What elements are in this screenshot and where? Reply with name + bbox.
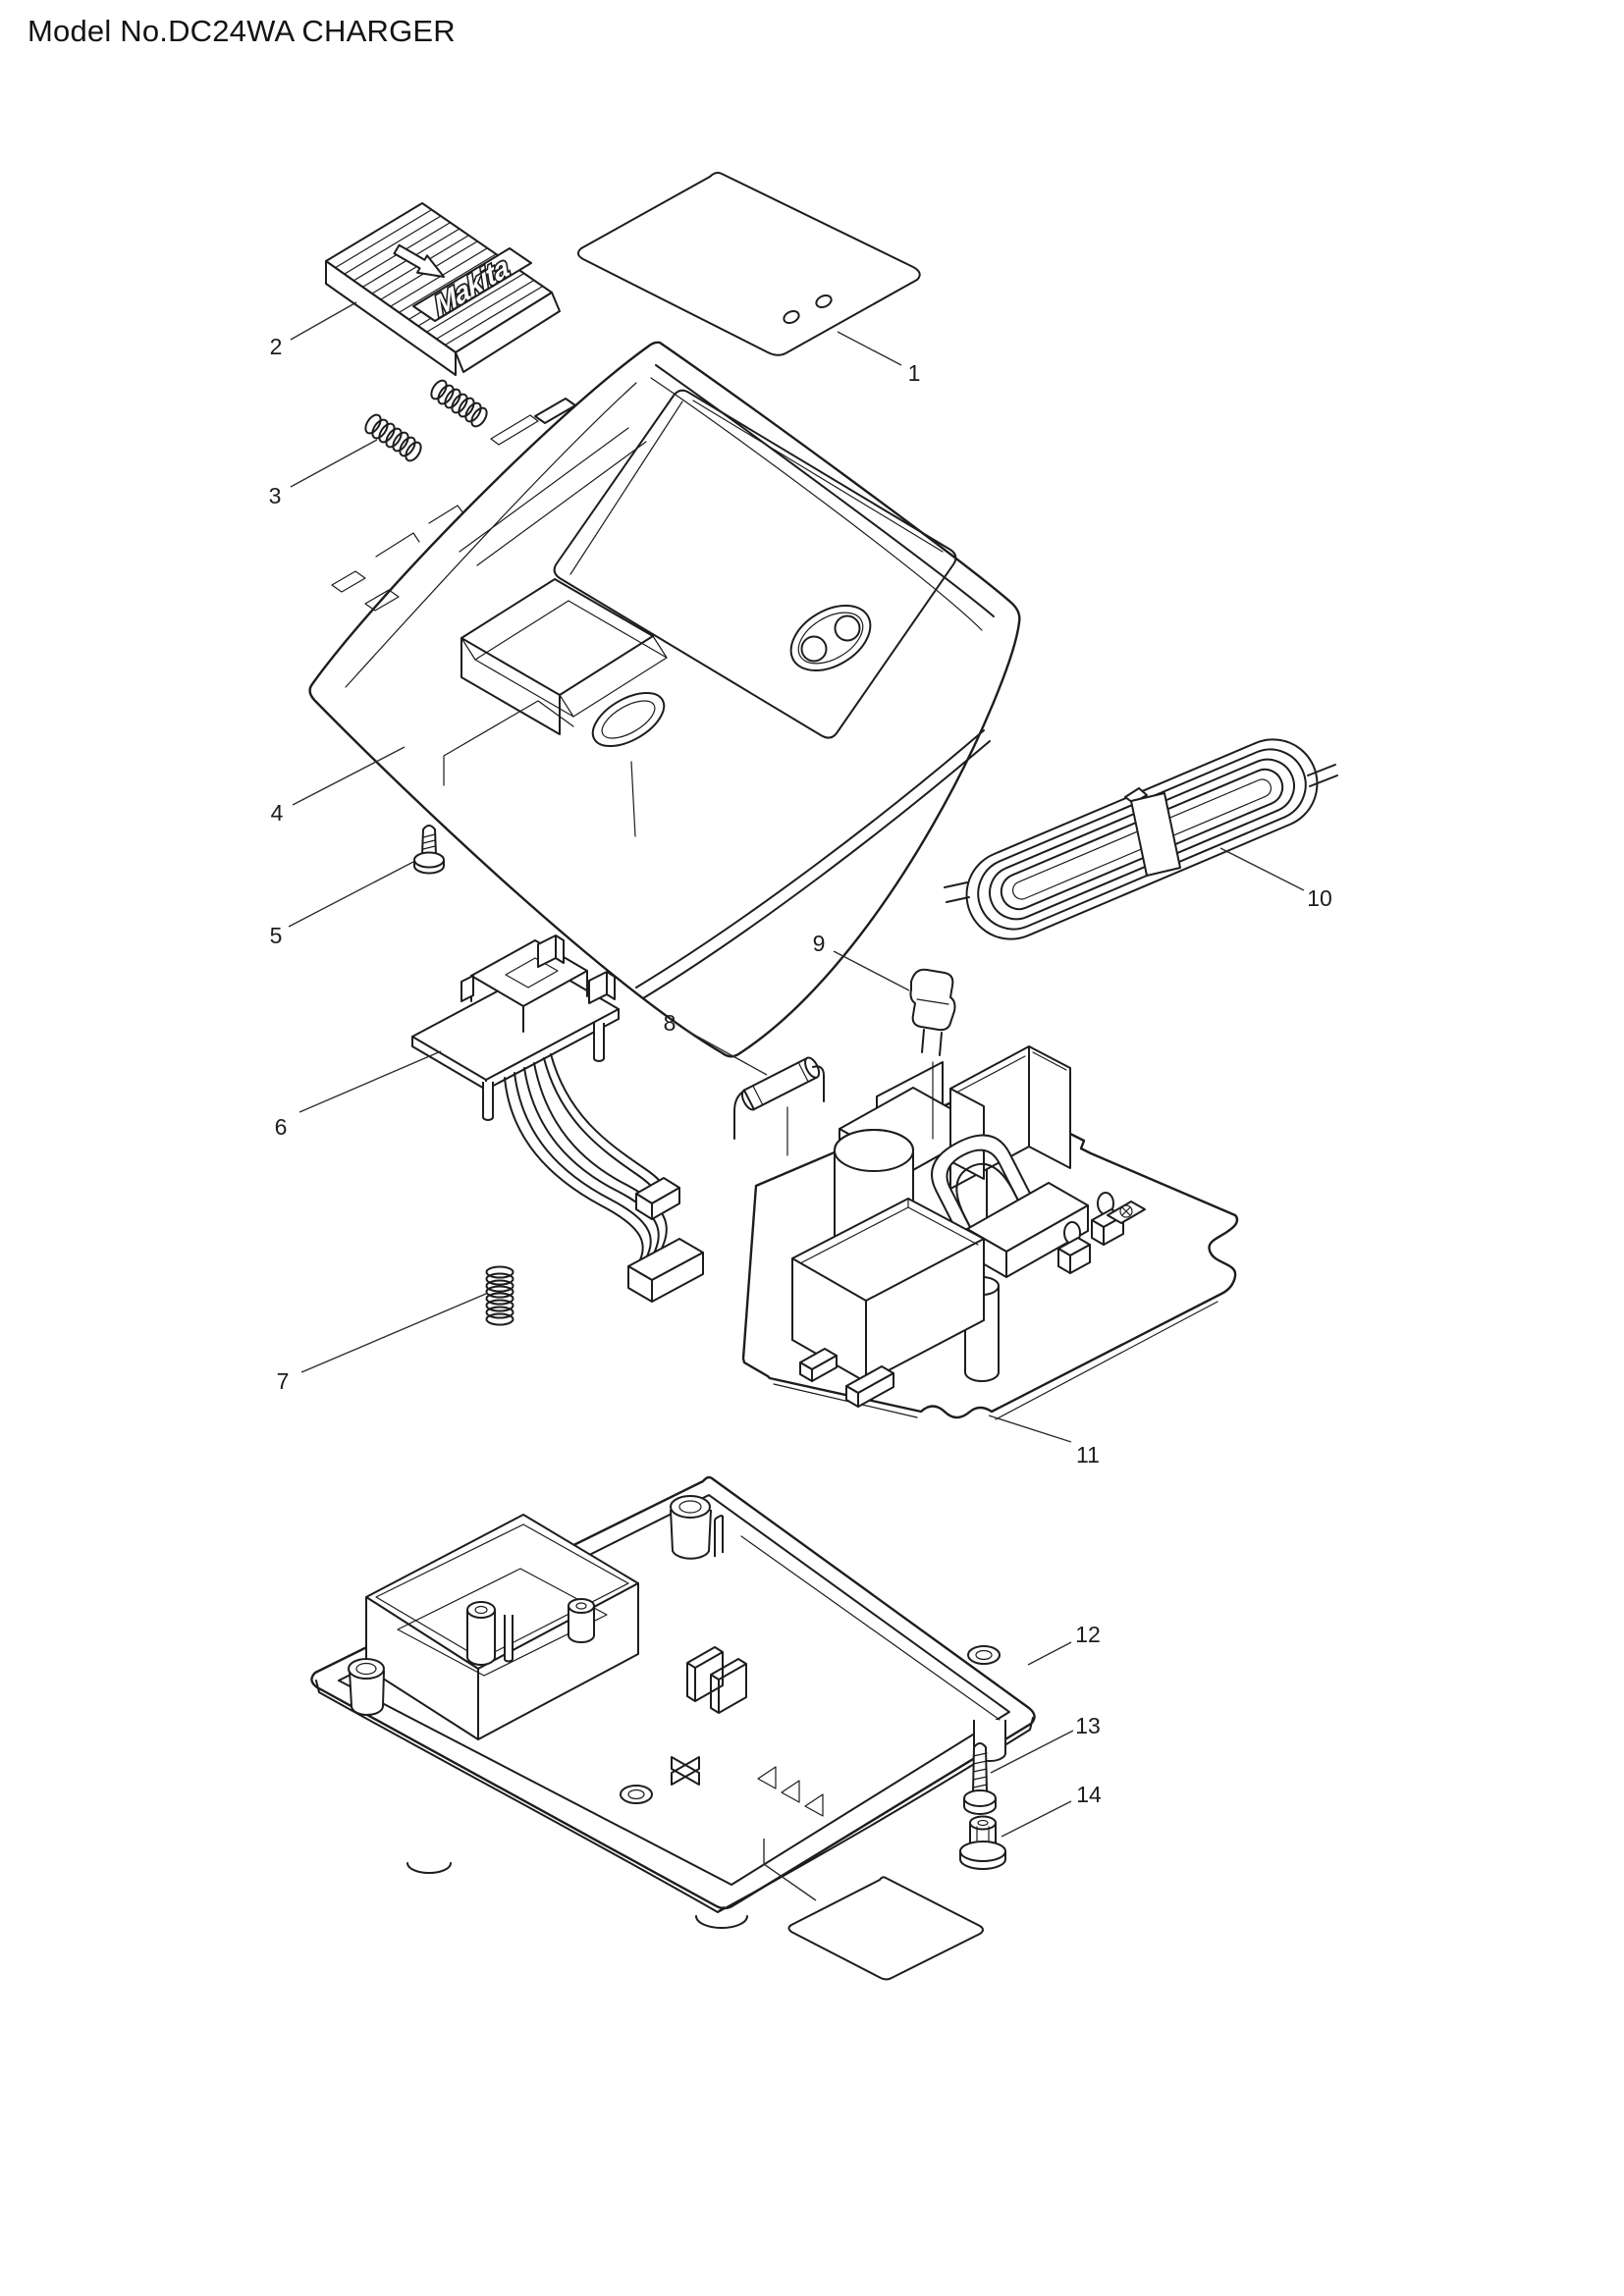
callout-3: 3 [269,439,378,508]
part-3-springs [364,379,488,462]
callout-11: 11 [988,1415,1100,1468]
callout-number-10: 10 [1307,885,1332,911]
part-11-circuit-board [741,1045,1239,1420]
battery-bay [460,578,668,735]
connector-large [627,1238,704,1303]
callout-2: 2 [270,301,357,359]
callout-13: 13 [990,1713,1101,1774]
callout-7: 7 [277,1293,487,1394]
part-2-slide-cover: Makita [325,202,561,376]
part-6-terminal-assembly [411,934,704,1303]
callout-number-5: 5 [270,923,283,948]
part-4-housing-top [308,341,1021,1058]
spring-upper [430,379,488,428]
part-13-screw [963,1742,997,1815]
terminal-plate [411,934,620,1091]
page-title: Model No.DC24WA CHARGER [27,14,456,48]
callout-4: 4 [271,746,406,826]
callout-14: 14 [1001,1782,1102,1838]
callout-number-11: 11 [1076,1442,1100,1468]
callouts: 1 2 3 4 5 6 7 [269,301,1332,1838]
callout-5: 5 [270,861,414,948]
callout-number-12: 12 [1075,1622,1101,1647]
arrow-icon [393,243,445,278]
part-9-thermal-protector [909,968,956,1140]
board-components [799,1192,1146,1408]
shield-tray [791,1198,985,1383]
callout-number-7: 7 [277,1368,290,1394]
part-12-housing-base [310,1475,1036,1929]
callout-number-1: 1 [908,360,921,386]
spring-lower [364,413,422,462]
callout-10: 10 [1219,847,1332,911]
callout-6: 6 [275,1050,442,1140]
bottom-label-sheet [763,1839,984,1981]
callout-number-6: 6 [275,1114,288,1140]
callout-number-2: 2 [270,334,283,359]
part-10-power-cord [944,738,1338,940]
part-5-screw [413,825,445,875]
callout-number-9: 9 [813,931,826,956]
connector-small [635,1177,680,1220]
part-7-spring [485,1265,514,1326]
battery-well [365,1514,639,1740]
callout-12: 12 [1027,1622,1101,1666]
callout-number-14: 14 [1076,1782,1102,1807]
part-8-fuse [733,1056,825,1156]
callout-number-4: 4 [271,800,284,826]
screw-bosses [348,1495,1001,1804]
callout-number-8: 8 [664,1010,677,1036]
label-callout-line [763,1839,817,1901]
cord-strap [1124,787,1181,877]
callout-number-3: 3 [269,483,282,508]
part-14-foot [959,1815,1006,1870]
indicator-window [789,604,872,672]
rib-lines [334,209,543,346]
callout-1: 1 [837,331,921,386]
callout-8: 8 [664,1010,768,1076]
base-ribs [671,1535,1001,1817]
callout-number-13: 13 [1075,1713,1101,1738]
part-1-label-sheet [577,172,921,356]
callout-9: 9 [813,931,910,991]
logo-plate [412,247,532,322]
